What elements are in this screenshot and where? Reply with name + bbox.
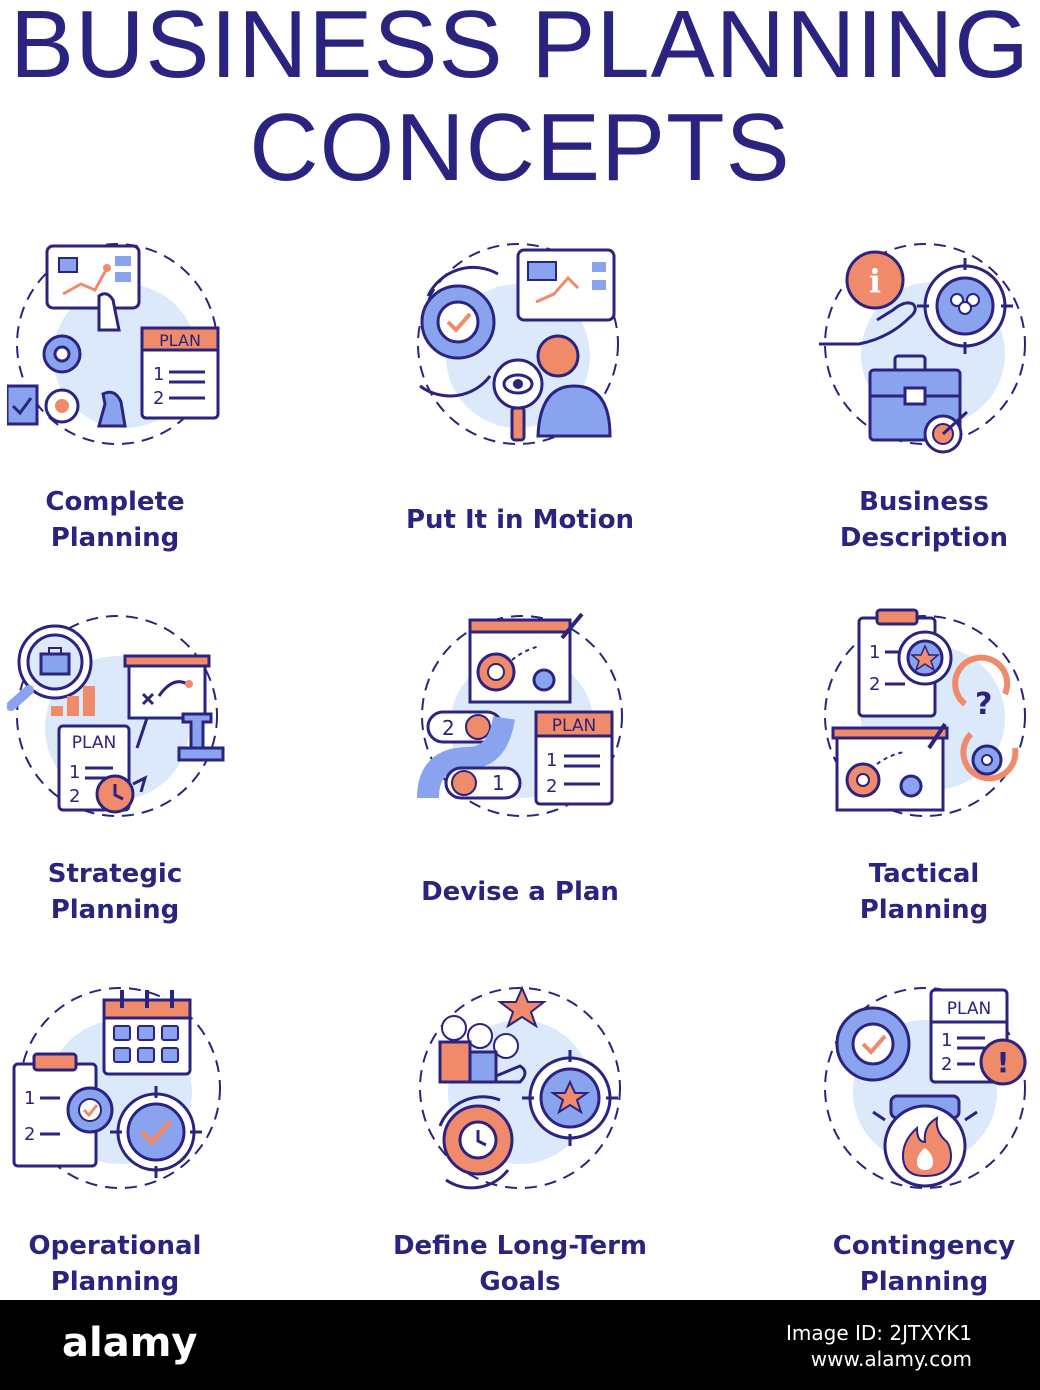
concept-label-devise-a-plan: Devise a Plan [421,877,619,907]
concept-label-operational-planning: Operational Planning [28,1231,202,1297]
concept-label-define-long-term-goals: Define Long-Term Goals [392,1231,648,1297]
concept-label-strategic-planning: Strategic Planning [47,859,183,925]
calendar-gear-icon: 1 2 [12,987,221,1189]
planning-dashboard-icon: PLAN 1 2 [7,243,220,445]
svg-text:1: 1 [492,771,505,795]
page-title-line-2: CONCEPTS [249,94,791,201]
svg-text:2: 2 [69,786,80,807]
svg-text:1: 1 [69,762,80,783]
svg-text:1: 1 [546,750,557,771]
briefcase-target-icon: i [819,243,1026,454]
concept-label-business-description: Business Description [839,487,1009,553]
image-id-text: Image ID: 2JTXYK1 [786,1321,972,1345]
svg-text:2: 2 [153,388,164,409]
tactical-board-icon: 1 2 ? [824,608,1026,817]
contingency-fire-icon: PLAN 1 2 ! [824,987,1027,1189]
watermark-footer [0,1300,1040,1390]
concept-label-contingency-planning: Contingency Planning [832,1231,1016,1297]
page-title-line-1: BUSINESS PLANNING [10,0,1030,98]
concept-label-put-it-in-motion: Put It in Motion [405,505,635,535]
svg-text:PLAN: PLAN [72,733,116,753]
svg-text:PLAN: PLAN [159,331,201,350]
svg-text:2: 2 [546,776,557,797]
gear-motion-icon [417,243,619,445]
svg-text:1: 1 [869,642,880,663]
svg-text:?: ? [975,687,992,722]
svg-text:2: 2 [24,1124,35,1145]
svg-text:2: 2 [442,716,455,740]
svg-text:PLAN: PLAN [947,999,991,1019]
goal-star-icon [419,985,621,1190]
concept-label-complete-planning: Complete Planning [45,487,185,553]
svg-text:PLAN: PLAN [552,716,596,736]
svg-text:2: 2 [941,1054,952,1075]
site-url-text: www.alamy.com [810,1347,972,1371]
svg-text:1: 1 [941,1030,952,1051]
plan-path-icon: 2 1 PLAN 1 2 [417,612,623,817]
svg-text:2: 2 [869,674,880,695]
alamy-logo: alamy [62,1320,198,1366]
svg-text:!: ! [997,1046,1010,1079]
concept-label-tactical-planning: Tactical Planning [859,859,989,925]
svg-text:1: 1 [24,1088,35,1109]
svg-text:i: i [869,262,881,300]
svg-text:1: 1 [153,364,164,385]
strategy-board-icon: PLAN 1 2 [7,615,225,817]
